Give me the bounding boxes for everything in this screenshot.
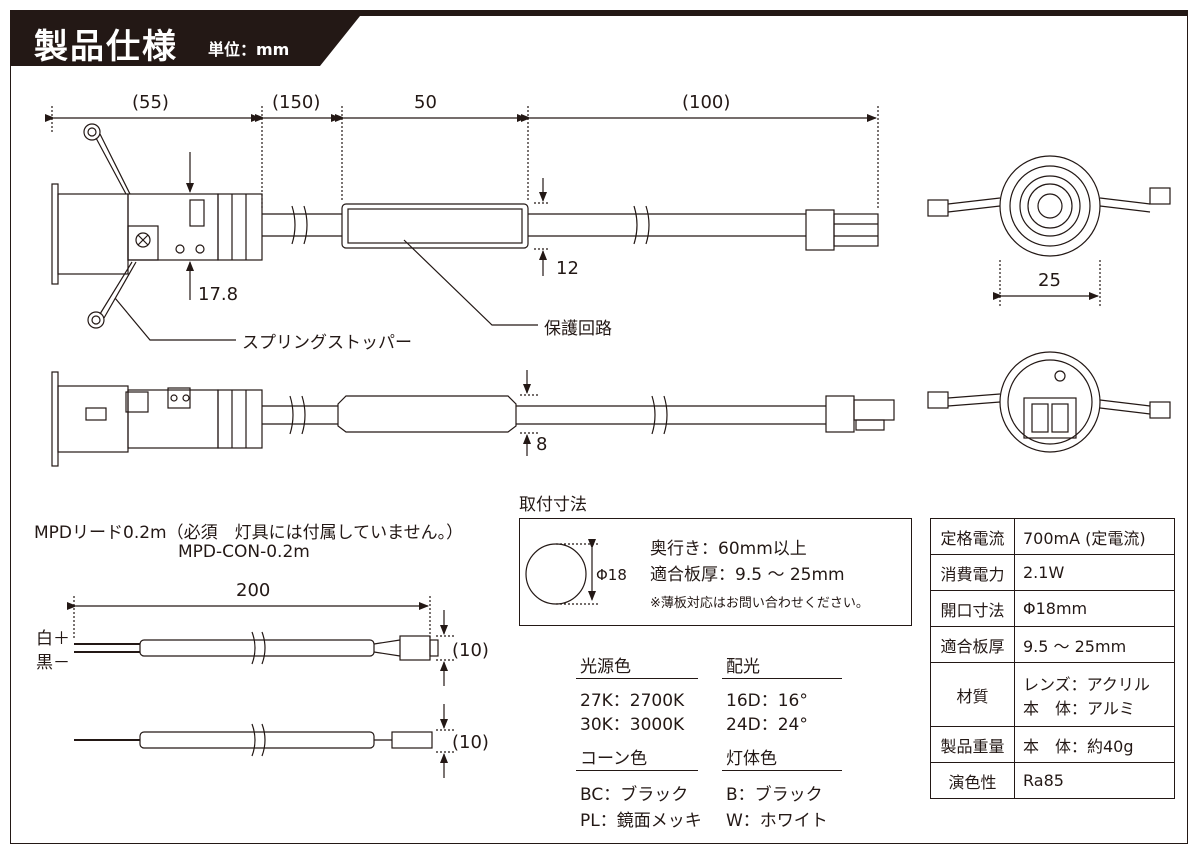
light-color-item: 27K：2700K bbox=[580, 691, 685, 711]
dim-200: 200 bbox=[236, 580, 271, 601]
body-title: 灯体色 bbox=[726, 749, 777, 769]
unit-label: 単位：mm bbox=[208, 40, 290, 59]
front-view-top bbox=[927, 155, 1171, 306]
spec-value-line: レンズ：アクリル bbox=[1023, 674, 1150, 694]
beam-item: 24D：24° bbox=[726, 715, 808, 735]
spec-value-material: レンズ：アクリル本 体：アルミ bbox=[1014, 662, 1175, 727]
front-view-bottom bbox=[927, 351, 1171, 453]
body-rule bbox=[722, 770, 842, 771]
label-black-minus: 黒－ bbox=[36, 653, 70, 673]
label-spring-stopper: スプリングストッパー bbox=[242, 333, 412, 353]
dim-100: (100) bbox=[682, 92, 731, 113]
mount-note: ※薄板対応はお問い合わせください。 bbox=[650, 596, 869, 611]
light-color-title: 光源色 bbox=[580, 657, 631, 677]
mount-title: 取付寸法 bbox=[519, 495, 587, 515]
spec-value: 9.5 ～ 25mm bbox=[1014, 626, 1175, 663]
dim-10-a: (10) bbox=[452, 640, 489, 661]
top-view-drawing bbox=[45, 106, 879, 341]
mount-box bbox=[519, 518, 912, 626]
dim-12: 12 bbox=[556, 258, 579, 279]
mount-hole-dim: Φ18 bbox=[596, 566, 627, 584]
page-title: 製品仕様 bbox=[34, 27, 178, 67]
beam-item: 16D：16° bbox=[726, 691, 808, 711]
spec-key: 演色性 bbox=[930, 762, 1015, 799]
dim-10-b: (10) bbox=[452, 732, 489, 753]
spec-key: 材質 bbox=[930, 662, 1015, 727]
spec-row: 材質レンズ：アクリル本 体：アルミ bbox=[930, 662, 1175, 727]
spec-key: 開口寸法 bbox=[930, 590, 1015, 627]
label-white-plus: 白＋ bbox=[36, 629, 70, 649]
dim-55: (55) bbox=[132, 92, 169, 113]
body-item: W：ホワイト bbox=[726, 811, 828, 831]
dim-50: 50 bbox=[414, 92, 437, 113]
spec-value: 2.1W bbox=[1014, 554, 1175, 591]
lead-model: MPD-CON-0.2m bbox=[178, 542, 310, 562]
label-protection-circuit: 保護回路 bbox=[544, 319, 612, 339]
spec-row: 製品重量本 体：約40g bbox=[930, 726, 1175, 763]
cone-item: BC：ブラック bbox=[580, 785, 689, 805]
light-color-rule bbox=[576, 678, 698, 679]
cone-rule bbox=[576, 770, 698, 771]
spec-key: 適合板厚 bbox=[930, 626, 1015, 663]
dim-8: 8 bbox=[536, 434, 548, 455]
spec-value: 本 体：約40g bbox=[1014, 726, 1175, 763]
spec-value: 700mA (定電流) bbox=[1014, 518, 1175, 555]
dim-25: 25 bbox=[1038, 270, 1061, 291]
cone-item: PL：鏡面メッキ bbox=[580, 811, 702, 831]
spec-key: 消費電力 bbox=[930, 554, 1015, 591]
lead-title: MPDリード0.2m（必須 灯具には付属していません。） bbox=[34, 523, 464, 543]
body-item: B：ブラック bbox=[726, 785, 823, 805]
mount-thickness: 適合板厚：9.5 ～ 25mm bbox=[650, 565, 845, 585]
spec-value: Φ18mm bbox=[1014, 590, 1175, 627]
beam-rule bbox=[722, 678, 842, 679]
spec-key: 定格電流 bbox=[930, 518, 1015, 555]
dim-17-8: 17.8 bbox=[198, 284, 239, 305]
spec-key: 製品重量 bbox=[930, 726, 1015, 763]
lead-drawing bbox=[67, 596, 456, 778]
side-view-drawing bbox=[51, 370, 895, 467]
spec-value-line: 本 体：アルミ bbox=[1023, 698, 1135, 718]
mount-depth: 奥行き：60mm以上 bbox=[650, 539, 807, 559]
header-banner bbox=[10, 10, 1188, 66]
light-color-item: 30K：3000K bbox=[580, 715, 685, 735]
beam-title: 配光 bbox=[726, 657, 760, 677]
mount-hole-drawing bbox=[525, 539, 600, 605]
dim-150: (150) bbox=[272, 92, 321, 113]
spec-value: Ra85 bbox=[1014, 762, 1175, 799]
cone-title: コーン色 bbox=[580, 749, 648, 769]
